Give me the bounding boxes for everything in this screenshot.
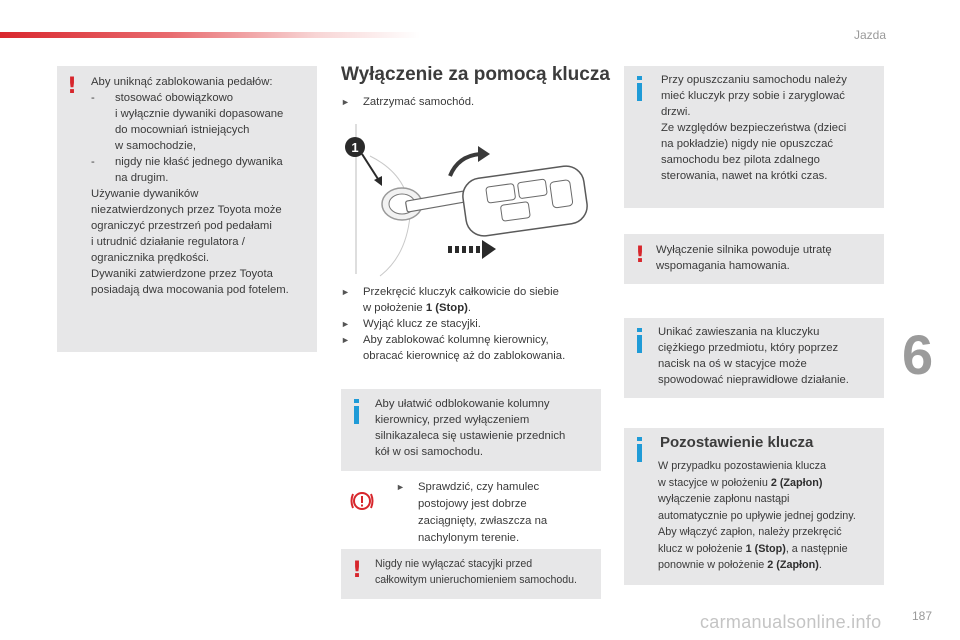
brake-check-text: ► Sprawdzić, czy hamulec postojowy jest … [396, 481, 548, 544]
callout-1-marker: 1 [345, 137, 365, 157]
arrow-bullet-icon: ► [341, 335, 350, 345]
page-number: 187 [912, 609, 933, 623]
leave-car-info-box: Przy opuszczaniu samochodu należy mieć k… [624, 66, 884, 208]
brake-warning-icon [349, 488, 375, 514]
pull-direction-arrow [448, 240, 496, 259]
watermark-url: carmanualsonline.info [700, 612, 882, 632]
svg-text:1: 1 [351, 140, 358, 155]
pedal-warning-text: Aby uniknąć zablokowania pedałów: - stos… [91, 74, 313, 298]
step-item: ► Aby zablokować kolumnę kierownicy, obr… [341, 334, 566, 362]
ignition-warning-box: ! Nigdy nie wyłączać stacyjki przed całk… [341, 549, 601, 599]
key-left-title: Pozostawienie klucza [660, 434, 814, 451]
key-ignition-illustration: 1 [345, 124, 588, 277]
arrow-bullet-icon: ► [341, 319, 350, 329]
pedal-warning-para: Używanie dywaników niezatwierdzonych prz… [91, 188, 282, 264]
pedal-warning-item: - stosować obowiązkowo i wyłącznie dywan… [91, 92, 284, 152]
pedal-warning-intro: Aby uniknąć zablokowania pedałów: [91, 76, 273, 88]
steering-info-text: Aby ułatwić odblokowanie kolumny kierown… [375, 398, 566, 458]
warning-exclamation-icon: ! [67, 74, 78, 99]
info-icon [637, 437, 642, 462]
step-list: ► Przekręcić kluczyk całkowicie do siebi… [341, 284, 606, 364]
arrow-bullet-icon: ► [341, 287, 350, 297]
brake-assist-warning-box: ! Wyłączenie silnika powoduje utratę wsp… [624, 234, 884, 284]
step-item: ► Wyjąć klucz ze stacyjki. [341, 318, 481, 330]
key-left-text: W przypadku pozostawienia klucza w stacy… [658, 460, 856, 571]
warning-exclamation-icon: ! [352, 558, 363, 583]
info-icon [637, 328, 642, 353]
chapter-title: Jazda [853, 28, 886, 42]
key-fob [462, 165, 588, 237]
section-title: Wyłączenie za pomocą klucza [341, 64, 610, 85]
chapter-accent-bar [0, 32, 420, 38]
heavy-object-info-box: Unikać zawieszania na kluczyku ciężkiego… [624, 318, 884, 398]
info-icon [637, 76, 642, 101]
pedal-warning-item: - nigdy nie kłaść jednego dywanika na dr… [91, 156, 283, 184]
pedal-warning-para: Dywaniki zatwierdzone przez Toyota posia… [91, 268, 289, 296]
brake-assist-warning-text: Wyłączenie silnika powoduje utratę wspom… [656, 244, 832, 272]
pedal-warning-box: ! Aby uniknąć zablokowania pedałów: - st… [57, 66, 317, 352]
leave-car-info-text: Przy opuszczaniu samochodu należy mieć k… [661, 74, 847, 182]
arrow-bullet-icon: ► [396, 482, 405, 492]
warning-exclamation-icon: ! [635, 243, 646, 268]
info-icon [354, 399, 359, 424]
chapter-number: 6 [902, 323, 934, 386]
step-item: ► Przekręcić kluczyk całkowicie do siebi… [341, 286, 559, 314]
steering-info-box: Aby ułatwić odblokowanie kolumny kierown… [341, 389, 601, 471]
heavy-object-info-text: Unikać zawieszania na kluczyku ciężkiego… [658, 326, 849, 386]
key-left-box: Pozostawienie klucza W przypadku pozosta… [624, 428, 884, 585]
arrow-bullet-icon: ► [341, 97, 350, 107]
step-stop-car: ►Zatrzymać samochód. [341, 96, 475, 108]
ignition-warning-text: Nigdy nie wyłączać stacyjki przed całkow… [375, 558, 577, 586]
